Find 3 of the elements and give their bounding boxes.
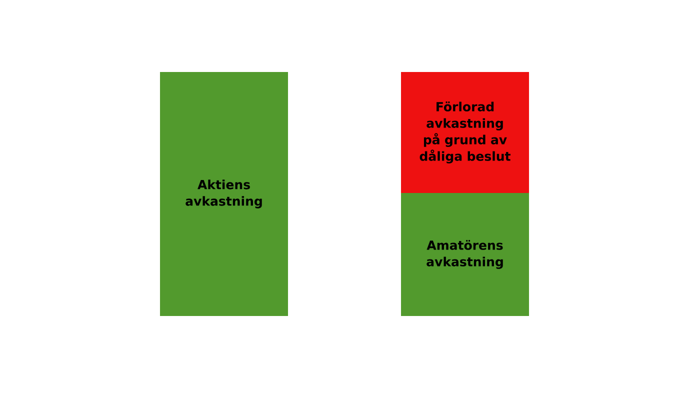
bar-segment: Aktiens avkastning bbox=[160, 72, 288, 316]
bar-segment: Förlorad avkastning på grund av dåliga beslut bbox=[401, 72, 529, 193]
bar-segment: Amatörens avkastning bbox=[401, 193, 529, 316]
